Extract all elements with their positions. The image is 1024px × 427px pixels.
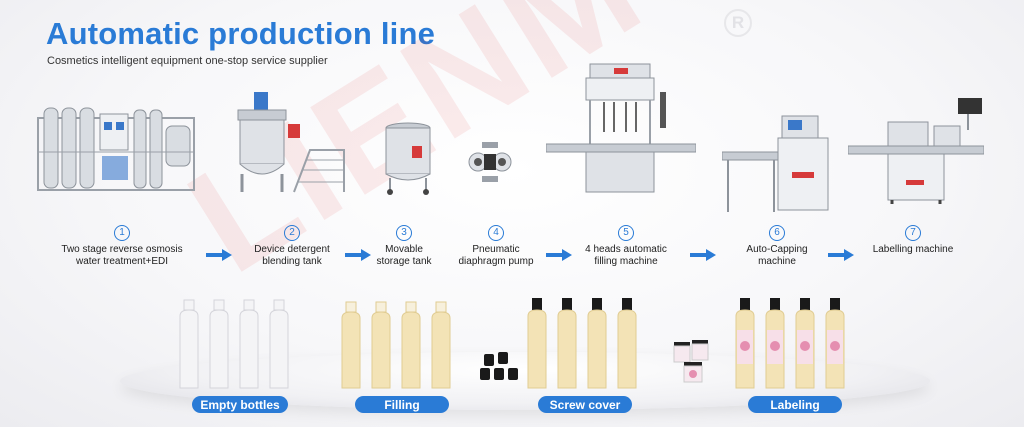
bottle-caps-icon <box>480 352 518 380</box>
blending-tank-icon <box>237 92 345 193</box>
empty-bottles-icon <box>179 299 289 389</box>
step-label: Device detergent blending tank <box>254 244 330 267</box>
filled-bottles-icon <box>341 301 451 389</box>
labelling-machine-icon <box>848 98 984 204</box>
step-number: 5 <box>618 225 634 241</box>
step-number: 6 <box>769 225 785 241</box>
arrow-right-icon <box>690 249 716 261</box>
step-6: 6 Auto-Capping machine <box>730 225 824 268</box>
arrow-right-icon <box>206 249 232 261</box>
step-label: Pneumatic diaphragm pump <box>458 244 534 267</box>
step-2: 2 Device detergent blending tank <box>240 225 344 268</box>
step-number: 7 <box>905 225 921 241</box>
stage-label-labeling: Labeling <box>748 396 842 413</box>
storage-tank-icon <box>385 122 431 195</box>
step-label: Labelling machine <box>872 244 954 255</box>
water-treatment-machine-icon <box>37 107 195 191</box>
step-label: 4 heads automatic filling machine <box>585 244 667 267</box>
arrow-right-icon <box>546 249 572 261</box>
arrow-right-icon <box>345 249 371 261</box>
step-4: 4 Pneumatic diaphragm pump <box>452 225 540 268</box>
registered-trademark-icon: R <box>724 9 752 37</box>
stage-label-empty-bottles: Empty bottles <box>192 396 288 413</box>
page-subtitle: Cosmetics intelligent equipment one-stop… <box>47 55 328 67</box>
step-label: Two stage reverse osmosis water treatmen… <box>61 244 183 267</box>
filling-machine-icon <box>546 63 696 193</box>
labeled-bottles-icon <box>735 298 845 389</box>
step-number: 1 <box>114 225 130 241</box>
stage-label-screw-cover: Screw cover <box>538 396 632 413</box>
step-number: 3 <box>396 225 412 241</box>
stage-label-filling: Filling <box>355 396 449 413</box>
capped-bottles-icon <box>527 298 637 389</box>
capping-machine-icon <box>722 115 829 212</box>
step-5: 5 4 heads automatic filling machine <box>574 225 678 268</box>
step-number: 2 <box>284 225 300 241</box>
step-label: Movable storage tank <box>376 244 432 267</box>
step-7: 7 Labelling machine <box>858 225 968 256</box>
step-3: 3 Movable storage tank <box>364 225 444 268</box>
arrow-right-icon <box>828 249 854 261</box>
step-1: 1 Two stage reverse osmosis water treatm… <box>52 225 192 268</box>
step-number: 4 <box>488 225 504 241</box>
diaphragm-pump-icon <box>468 142 512 182</box>
step-label: Auto-Capping machine <box>746 244 808 267</box>
page-title: Automatic production line <box>46 16 436 51</box>
labeled-jars-icon <box>673 340 709 383</box>
